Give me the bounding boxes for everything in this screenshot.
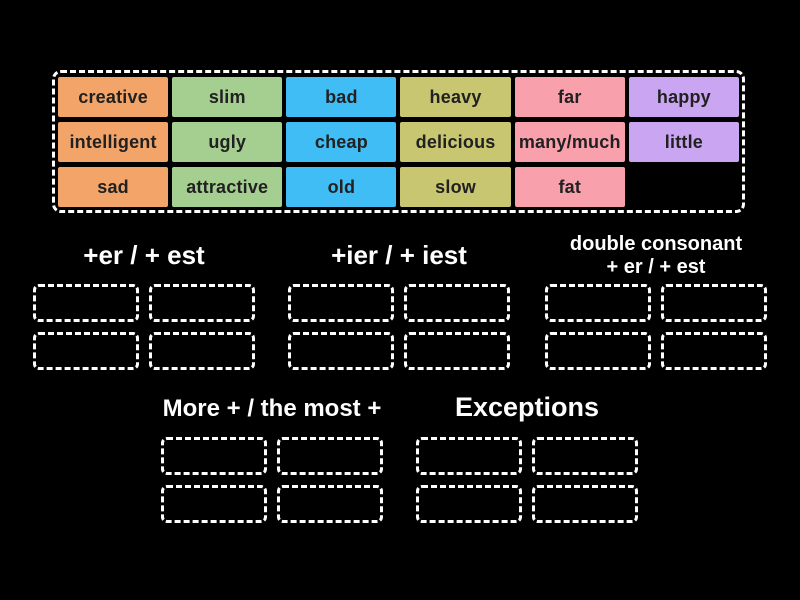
group-heading-exceptions: Exceptions	[454, 392, 600, 422]
drop-slot[interactable]	[416, 437, 522, 475]
word-tile-many-much[interactable]: many/much	[514, 122, 625, 162]
drop-slot[interactable]	[404, 284, 510, 322]
word-tile-sad[interactable]: sad	[58, 167, 169, 207]
word-tile-ugly[interactable]: ugly	[172, 122, 283, 162]
drop-zone-ier-iest	[288, 284, 510, 370]
drop-slot[interactable]	[288, 332, 394, 370]
word-tile-delicious[interactable]: delicious	[400, 122, 511, 162]
drop-slot[interactable]	[532, 437, 638, 475]
word-tile-fat[interactable]: fat	[514, 167, 625, 207]
drop-slot[interactable]	[33, 284, 139, 322]
drop-slot[interactable]	[661, 284, 767, 322]
drop-slot[interactable]	[288, 284, 394, 322]
word-tile-intelligent[interactable]: intelligent	[58, 122, 169, 162]
group-heading-er-est: +er / + est	[83, 240, 205, 270]
drop-slot[interactable]	[545, 332, 651, 370]
drop-zone-more-most	[161, 437, 383, 523]
word-tile-little[interactable]: little	[628, 122, 739, 162]
drop-slot[interactable]	[149, 332, 255, 370]
drop-slot[interactable]	[277, 485, 383, 523]
drop-zone-exceptions	[416, 437, 638, 523]
word-tile-heavy[interactable]: heavy	[400, 77, 511, 117]
word-tile-cheap[interactable]: cheap	[286, 122, 397, 162]
group-heading-double-consonant: double consonant + er / + est	[569, 233, 743, 279]
drop-slot[interactable]	[545, 284, 651, 322]
word-tile-attractive[interactable]: attractive	[172, 167, 283, 207]
drop-slot[interactable]	[661, 332, 767, 370]
drop-slot[interactable]	[532, 485, 638, 523]
word-tile-old[interactable]: old	[286, 167, 397, 207]
word-tile-creative[interactable]: creative	[58, 77, 169, 117]
word-tile-far[interactable]: far	[514, 77, 625, 117]
word-tile-slim[interactable]: slim	[172, 77, 283, 117]
word-tile-happy[interactable]: happy	[628, 77, 739, 117]
drop-zone-er-est	[33, 284, 255, 370]
drop-zone-double-consonant	[545, 284, 767, 370]
drop-slot[interactable]	[161, 485, 267, 523]
drop-slot[interactable]	[161, 437, 267, 475]
group-heading-ier-iest: +ier / + iest	[331, 240, 467, 270]
word-tile-slow[interactable]: slow	[400, 167, 511, 207]
drop-slot[interactable]	[33, 332, 139, 370]
drop-slot[interactable]	[149, 284, 255, 322]
drop-slot[interactable]	[416, 485, 522, 523]
word-tile-bad[interactable]: bad	[286, 77, 397, 117]
drop-slot[interactable]	[277, 437, 383, 475]
drop-slot[interactable]	[404, 332, 510, 370]
group-heading-more-most: More + / the most +	[162, 395, 382, 422]
